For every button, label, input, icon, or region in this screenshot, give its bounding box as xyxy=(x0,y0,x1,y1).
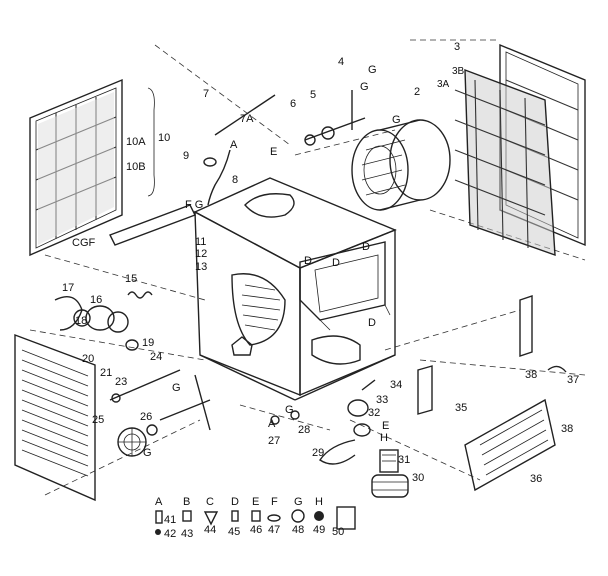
label-17: 17 xyxy=(62,282,74,294)
label-8: 8 xyxy=(232,174,238,186)
label-23: 23 xyxy=(115,376,127,388)
right-filter-panel xyxy=(454,43,586,257)
legend-num-47: 47 xyxy=(268,524,280,536)
label-13: 13 xyxy=(195,261,207,273)
label-d-3: D xyxy=(332,257,340,269)
legend-num-50: 50 xyxy=(332,526,344,538)
legend-letter-h: H xyxy=(315,496,323,508)
legend-num-43: 43 xyxy=(181,528,193,540)
label-g-6: G xyxy=(285,404,294,416)
label-d-1: D xyxy=(362,241,370,253)
label-20: 20 xyxy=(82,353,94,365)
legend-letter-c: C xyxy=(206,496,214,508)
label-cgf: CGF xyxy=(72,237,96,249)
label-g-3: G xyxy=(392,114,401,126)
label-e-2: E xyxy=(382,420,389,432)
label-21: 21 xyxy=(100,367,112,379)
label-34: 34 xyxy=(390,379,402,391)
legend-letter-a: A xyxy=(155,496,163,508)
label-35: 35 xyxy=(455,402,467,414)
label-h-1: H xyxy=(380,432,388,444)
legend-num-46: 46 xyxy=(250,524,262,536)
legend-letter-d: D xyxy=(231,496,239,508)
legend-num-42: 42 xyxy=(164,528,176,540)
label-16: 16 xyxy=(90,294,102,306)
label-d-2: D xyxy=(304,255,312,267)
label-10a: 10A xyxy=(126,136,146,148)
label-38-a: 38 xyxy=(561,423,573,435)
part-labels: 2 3 3B 3A 4 G G 5 6 G 7 7A A E 9 8 10 10… xyxy=(62,41,579,485)
label-7: 7 xyxy=(203,88,209,100)
hardware-legend-icons xyxy=(155,506,356,535)
label-9: 9 xyxy=(183,150,189,162)
label-11: 11 xyxy=(195,236,206,248)
label-27: 27 xyxy=(268,435,280,447)
label-31: 31 xyxy=(398,454,410,466)
label-3b: 3B xyxy=(452,66,465,77)
label-33: 33 xyxy=(376,394,388,406)
label-g-2: G xyxy=(360,81,369,93)
label-7a: 7A xyxy=(240,113,254,125)
label-g-5: G xyxy=(143,447,152,459)
label-5: 5 xyxy=(310,89,316,101)
small-parts xyxy=(54,90,567,498)
label-3: 3 xyxy=(454,41,460,53)
legend-num-48: 48 xyxy=(292,524,304,536)
label-10: 10 xyxy=(158,132,170,144)
label-26: 26 xyxy=(140,411,152,423)
label-d-4: D xyxy=(368,317,376,329)
label-29: 29 xyxy=(312,447,324,459)
label-12: 12 xyxy=(195,248,207,260)
legend-letter-g: G xyxy=(294,496,303,508)
label-g-1: G xyxy=(368,64,377,76)
legend-letter-f: F xyxy=(271,496,278,508)
label-24: 24 xyxy=(150,351,162,363)
label-15: 15 xyxy=(125,273,137,285)
label-6: 6 xyxy=(290,98,296,110)
legend-num-41: 41 xyxy=(164,514,176,526)
left-filter-panel xyxy=(29,78,123,257)
label-4: 4 xyxy=(338,56,344,68)
label-a-2: A xyxy=(268,418,276,430)
label-fg: F G xyxy=(185,199,203,211)
label-3a: 3A xyxy=(437,79,450,90)
legend-letter-e: E xyxy=(252,496,259,508)
label-32: 32 xyxy=(368,407,380,419)
label-36: 36 xyxy=(530,473,542,485)
label-10b: 10B xyxy=(126,161,146,173)
hardware-legend: A 41 42 B 43 C 44 D 45 E 46 F 47 G 48 H … xyxy=(155,496,344,540)
label-a-1: A xyxy=(230,139,238,151)
label-38-b: 38 xyxy=(525,369,537,381)
label-28: 28 xyxy=(298,424,310,436)
right-grille-panel xyxy=(464,398,556,492)
legend-num-44: 44 xyxy=(204,524,216,536)
legend-letter-b: B xyxy=(183,496,190,508)
label-19: 19 xyxy=(142,337,154,349)
label-18: 18 xyxy=(75,315,87,327)
label-37: 37 xyxy=(567,374,579,386)
cabinet-housing xyxy=(193,177,397,401)
left-grille-panel xyxy=(14,333,96,502)
legend-num-45: 45 xyxy=(228,526,240,538)
label-25: 25 xyxy=(92,414,104,426)
construction-lines xyxy=(29,39,586,496)
label-30: 30 xyxy=(412,472,424,484)
label-2: 2 xyxy=(414,86,420,98)
legend-num-49: 49 xyxy=(313,524,325,536)
blower-wheel xyxy=(351,119,451,211)
label-e-1: E xyxy=(270,146,277,158)
label-g-4: G xyxy=(172,382,181,394)
bracket-10 xyxy=(147,87,155,197)
